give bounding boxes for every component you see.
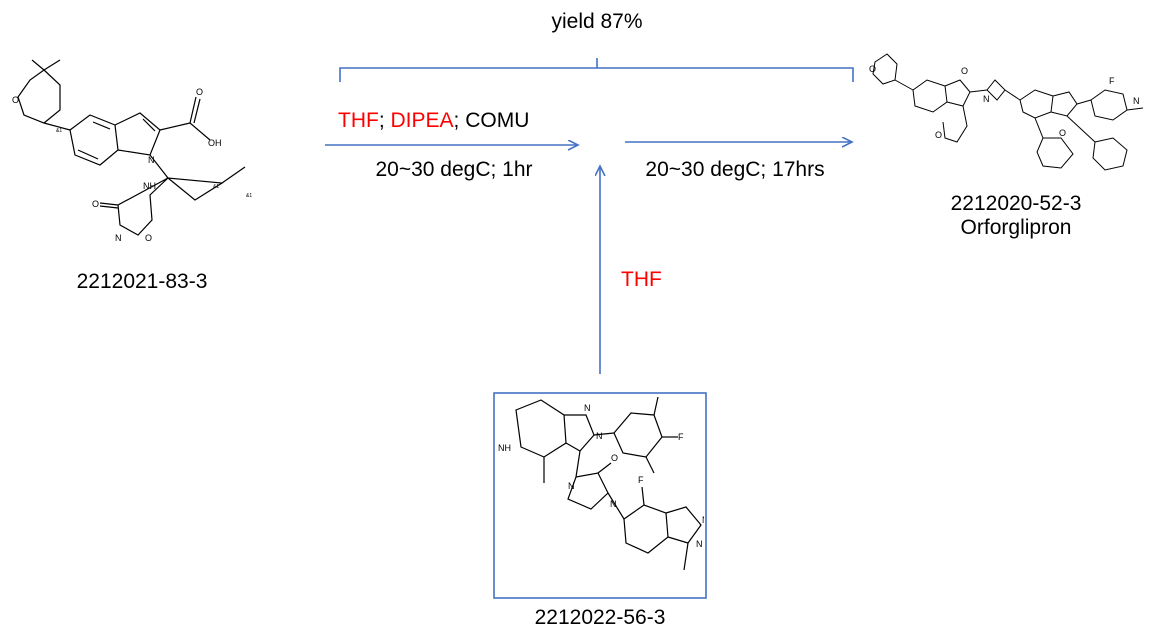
vertical-reagent-thf: THF: [621, 268, 662, 291]
start-ring-n-label: N: [115, 233, 122, 243]
reagent-sep: ;: [378, 109, 391, 132]
product-ring-o-label: O: [869, 64, 876, 74]
start-nh-label: NH: [143, 181, 156, 191]
amine-imidazolone-n2-label: N: [610, 499, 617, 509]
reagent-dipea: DIPEA: [390, 109, 454, 132]
amine-indazole-n2-label: N: [702, 515, 704, 525]
product-cas: 2212020-52-3: [950, 192, 1082, 215]
reagent-comu: ; COMU: [453, 109, 530, 132]
step2-conditions: 20~30 degC; 17hrs: [645, 158, 825, 181]
amine-indazole-n1-label: N: [696, 539, 703, 549]
amine-imidazolone-n1-label: N: [568, 481, 575, 491]
amine-box: [493, 392, 707, 599]
start-carbonyl-o-label: O: [196, 87, 203, 97]
start-stereo-2: &1: [213, 184, 219, 190]
start-oxygen-label: O: [12, 95, 19, 105]
product-amide-n-label: N: [983, 94, 990, 104]
amine-indazole-f-label: F: [638, 475, 644, 485]
start-stereo-1: &1: [56, 128, 62, 134]
amine-aryl-f-label: F: [678, 432, 684, 442]
product-carbonyl-o-label: O: [961, 66, 968, 76]
amine-structure: NH N N F O N N F N N: [498, 396, 704, 571]
product-imidazolone-o-label: O: [1059, 128, 1066, 138]
yield-label: yield 87%: [551, 10, 643, 33]
start-hydroxyl-label: OH: [208, 138, 222, 148]
product-fluorine-label: F: [1109, 76, 1115, 86]
step1-reagents: THF; DIPEA; COMU: [338, 109, 529, 133]
start-compound-structure: O O OH N NH O O N &1 &1 &1: [12, 59, 252, 243]
start-ring-o-label: O: [145, 233, 152, 243]
reagent-thf: THF: [338, 109, 379, 132]
start-carbonyl-o2-label: O: [92, 199, 99, 209]
amine-carbonyl-o-label: O: [611, 453, 618, 463]
step1-conditions: 20~30 degC; 1hr: [375, 158, 533, 181]
start-stereo-3: &1: [246, 193, 252, 199]
product-structure: O O N O F N O: [869, 53, 1144, 171]
product-indazole-n-label: N: [1133, 96, 1140, 106]
amine-pyrazole-n-label: N: [584, 403, 591, 413]
product-name: Orforglipron: [960, 216, 1072, 239]
amine-pyrazole-n2-label: N: [596, 431, 603, 441]
product-oxadiazolone-o-label: O: [935, 130, 942, 140]
amine-cas: 2212022-56-3: [534, 606, 666, 629]
start-compound-cas: 2212021-83-3: [76, 270, 208, 293]
amine-nh-label: NH: [498, 443, 511, 453]
yield-bracket: [339, 58, 854, 82]
start-nitrogen-label: N: [148, 155, 155, 165]
